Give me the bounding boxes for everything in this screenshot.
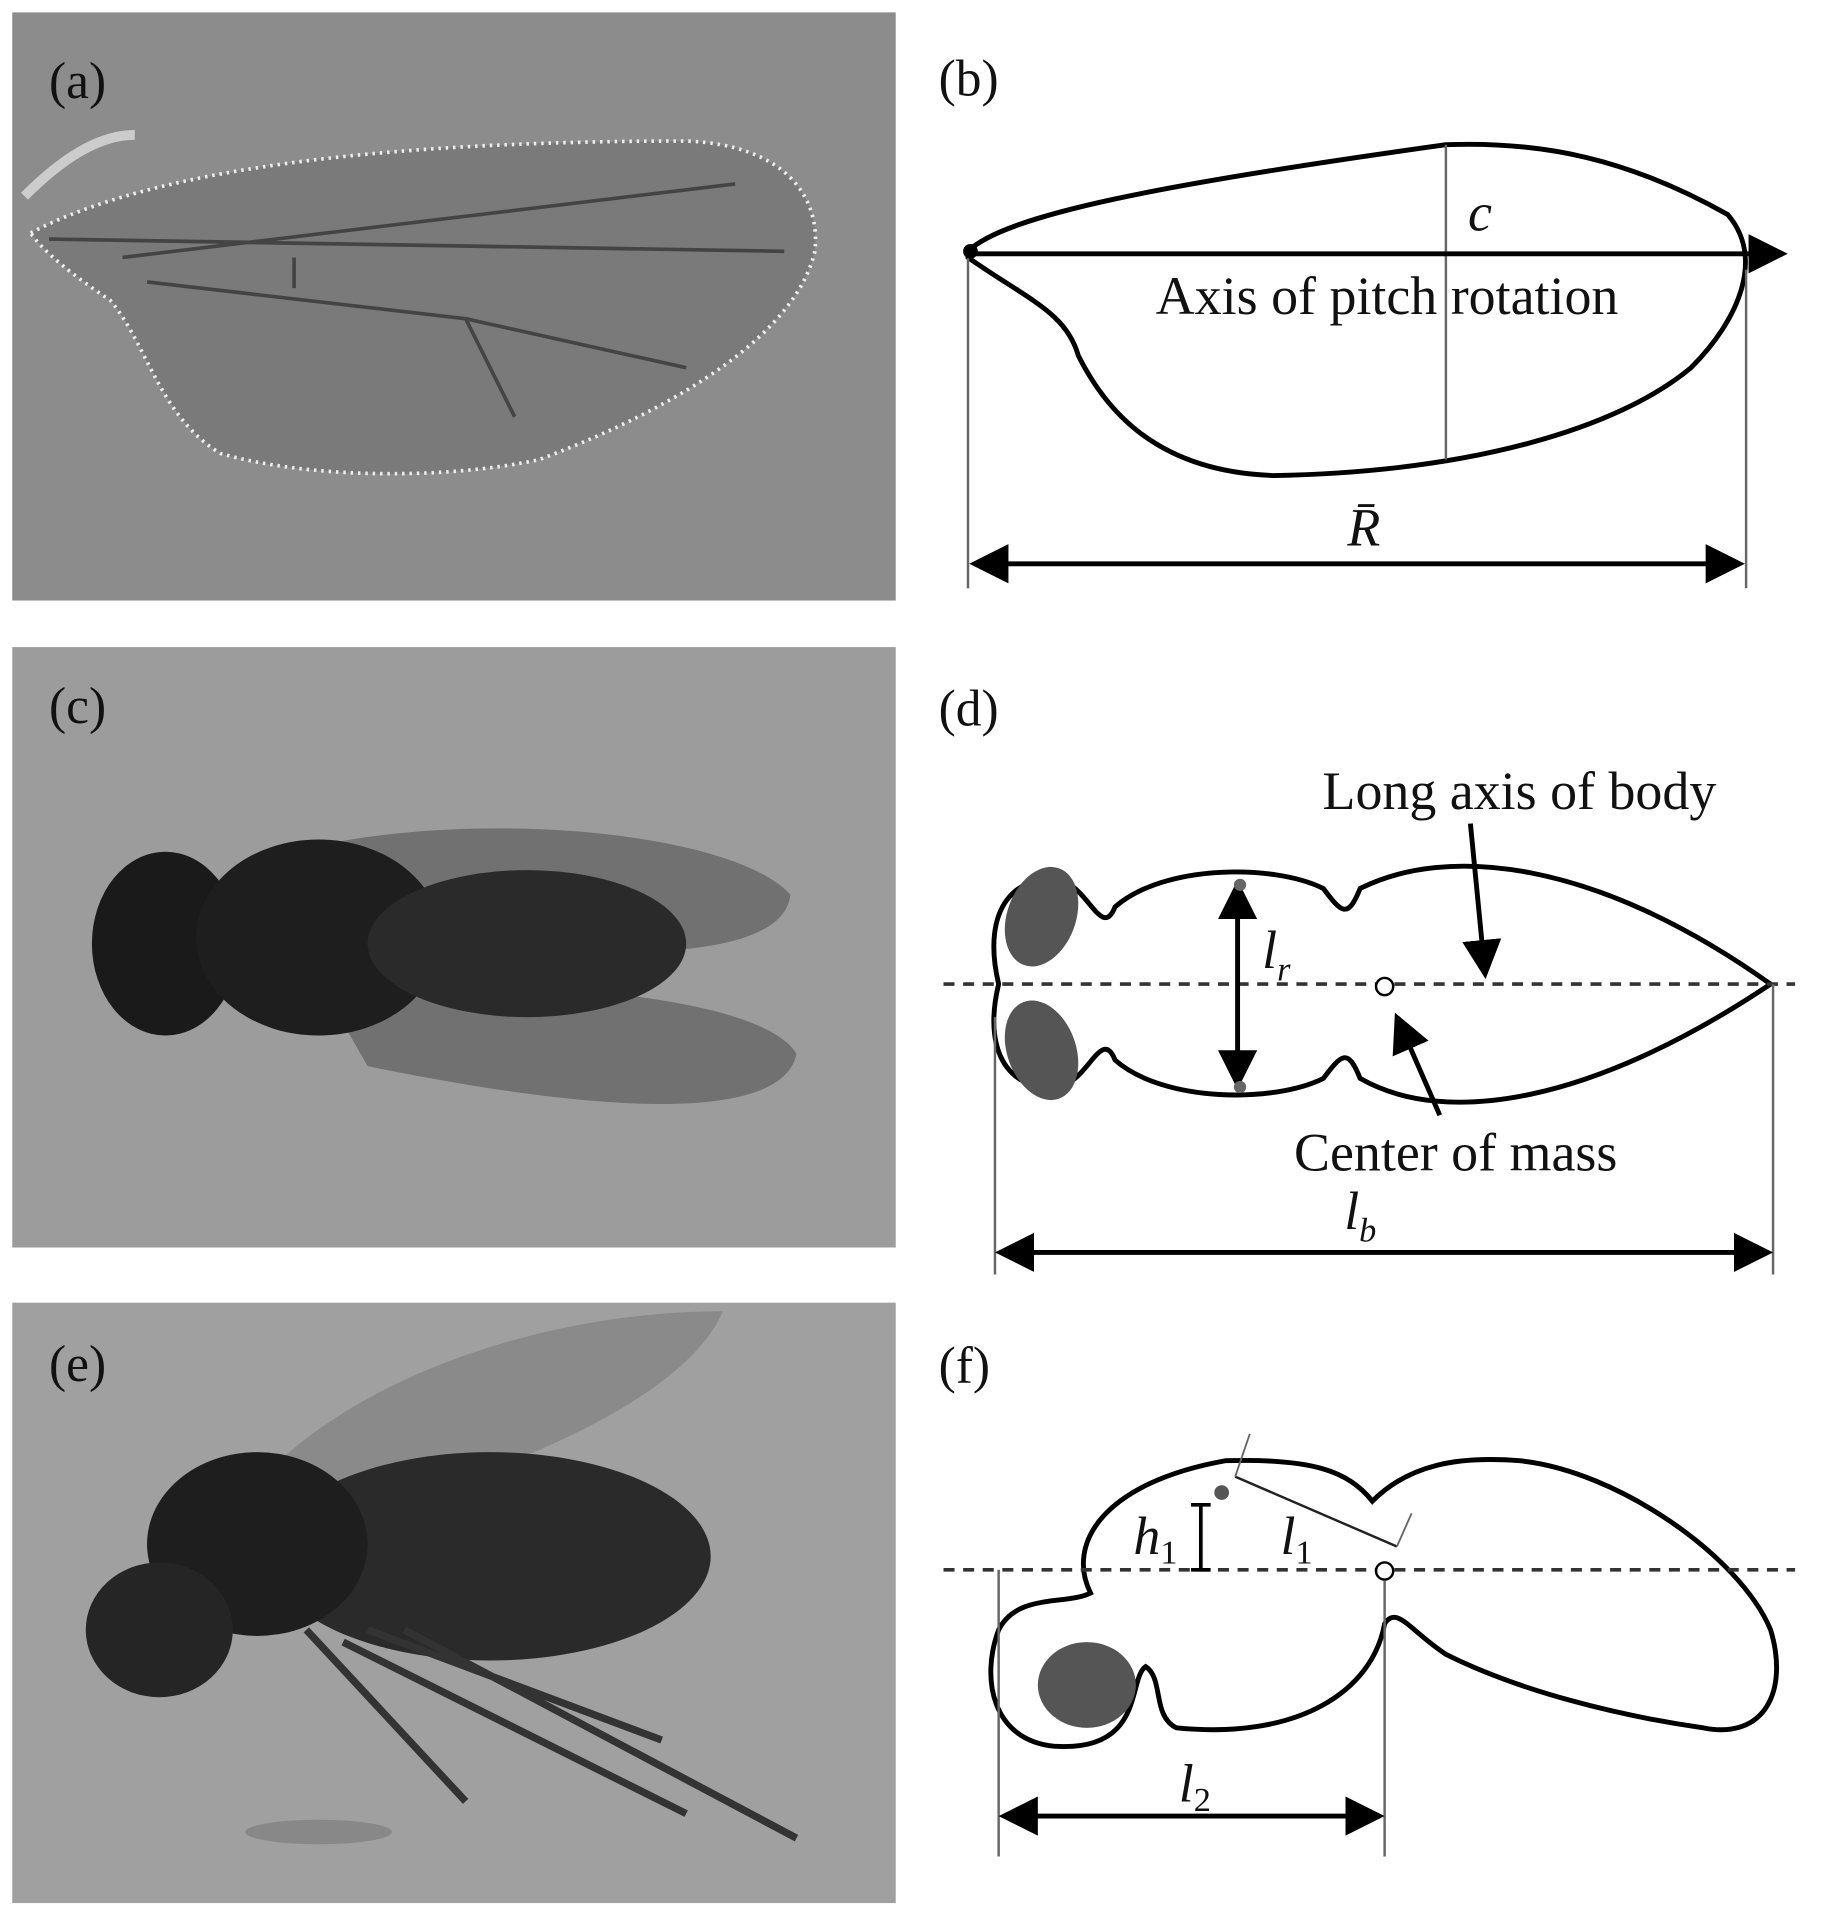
eye — [1004, 866, 1079, 967]
panel-d-diagram: (d) Long axis of body lr Center of mass … — [939, 681, 1796, 1275]
panel-e-photo: (e) — [12, 1302, 896, 1904]
panel-d-label: (d) — [939, 681, 999, 738]
panel-b-label: (b) — [939, 51, 999, 108]
eye — [1037, 1642, 1136, 1728]
pitch-axis-label: Axis of pitch rotation — [1156, 266, 1619, 326]
panel-f-diagram: (f) h1 l1 l2 — [939, 1337, 1796, 1857]
panel-b-diagram: (b) c Axis of pitch rotation R̄ — [939, 51, 1788, 589]
wing-photo — [27, 139, 818, 476]
panel-e-label: (e) — [49, 1336, 106, 1393]
center-of-mass-marker — [1374, 1561, 1395, 1581]
l1-label: l1 — [1280, 1506, 1312, 1572]
panel-a-photo: (a) — [12, 12, 896, 601]
center-of-mass-marker — [1374, 976, 1395, 997]
center-of-mass-label: Center of mass — [1294, 1122, 1617, 1182]
h1-label: h1 — [1133, 1506, 1177, 1572]
wing-outline — [965, 141, 1748, 479]
l2-label: l2 — [1179, 1753, 1211, 1819]
panel-f-label: (f) — [939, 1337, 990, 1394]
lb-label: lb — [1344, 1181, 1376, 1249]
panel-c-photo: (c) — [12, 647, 896, 1248]
panel-c-label: (c) — [49, 678, 106, 735]
panel-a-label: (a) — [49, 53, 106, 110]
lr-label: lr — [1262, 920, 1291, 988]
long-axis-label: Long axis of body — [1323, 761, 1717, 821]
span-label: R̄ — [1346, 497, 1380, 557]
eye — [1004, 1000, 1079, 1101]
chord-label: c — [1468, 182, 1492, 242]
